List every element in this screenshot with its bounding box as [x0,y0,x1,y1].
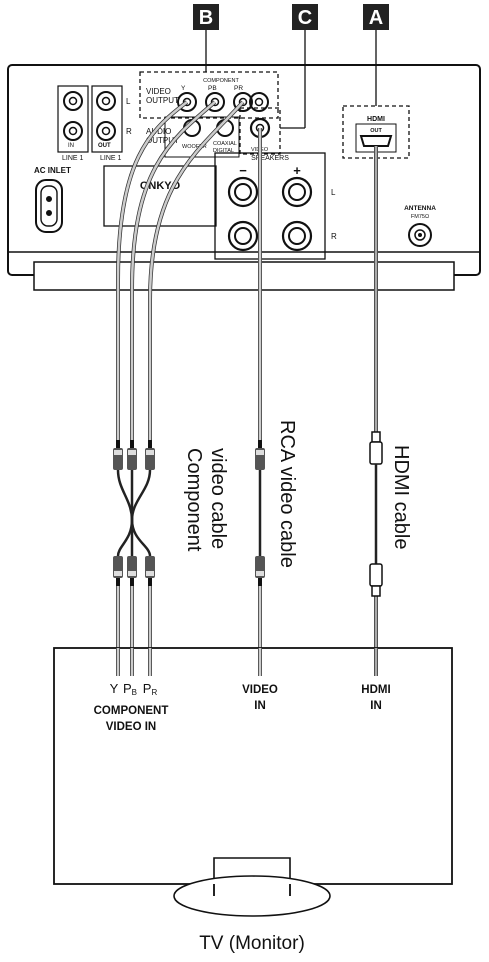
rca-cable-text: RCA video cable [276,420,298,568]
line1-in-r-jack[interactable] [63,121,83,141]
component-bottom-plugs [113,556,155,586]
unit-rear-panel [7,64,481,291]
speakers-label: SPEAKERS [251,155,289,162]
speaker-l-minus-terminal[interactable] [227,176,259,208]
tv-caption: TV (Monitor) [199,933,305,954]
tv-video-in-label-1: VIDEO [242,684,278,696]
speakers-l-label: L [331,188,336,197]
callout-a: A [363,4,389,30]
ac-inlet-label: AC INLET [34,166,71,175]
tv-y-label: Y [110,681,119,696]
component-pb-jack[interactable] [205,92,225,112]
component-pr-jack[interactable] [233,92,253,112]
rca-cable-label: RCA video cable [276,420,298,568]
speakers-plus: + [293,163,301,178]
audio-output-label-2: OUTPUT [146,136,179,145]
unit-foot [33,261,455,291]
line1-l-label: L [126,97,131,106]
tv-video-in-label-2: IN [254,700,266,712]
line1-out-label: OUT [98,143,111,149]
speaker-r-plus-terminal[interactable] [281,220,313,252]
speaker-r-minus-terminal[interactable] [227,220,259,252]
component-cable-label-1: Component [183,448,205,552]
line1-in-label: IN [68,143,74,149]
hdmi-label: HDMI [367,116,385,123]
callout-b-box [139,71,279,119]
component-cable-assembly [113,440,155,586]
tv-pb-label: PB [123,681,137,697]
video-output-label-2: OUTPUT [146,96,179,105]
callout-leaders [205,30,377,129]
component-wires [116,100,245,676]
component-extra-jack[interactable] [249,92,269,112]
speakers-minus: − [239,163,247,178]
callout-a-label: A [369,7,383,29]
speakers-r-label: R [331,232,337,241]
tv-monitor: Y PB PR COMPONENT VIDEO IN VIDEO IN HDMI… [53,647,453,917]
tv-hdmi-in-label-2: IN [370,700,382,712]
antenna-jack[interactable] [408,223,432,247]
callout-b-label: B [199,7,213,29]
line1-name-label-out: LINE 1 [100,155,122,162]
line1-r-label: R [126,127,132,136]
line1-name-label: LINE 1 [62,155,84,162]
component-y-jack[interactable] [177,92,197,112]
hdmi-out-port[interactable] [359,135,393,147]
hdmi-cable-text: HDMI cable [390,445,412,549]
tv-component-in-label-2: VIDEO IN [106,721,156,733]
line1-in-l-jack[interactable] [63,91,83,111]
pb-jack-label: PB [208,85,217,92]
tv-screen [53,647,453,885]
y-jack-label: Y [181,85,186,92]
tv-pr-label: PR [143,681,158,697]
digital-label: DIGITAL [213,148,234,154]
speakers-panel [214,152,326,260]
line1-out-r-jack[interactable] [96,121,116,141]
component-label: COMPONENT [203,78,239,84]
component-top-plugs [113,440,155,470]
callout-c: C [292,4,318,30]
hdmi-cable-label: HDMI cable [390,445,412,549]
line1-jack-panel [57,85,123,153]
rca-cable-assembly [255,440,265,586]
coaxial-label: COAXIAL [213,141,237,147]
video-output-label-1: VIDEO [146,87,171,96]
audio-output-label-1: AUDIO [146,127,171,136]
ac-inlet[interactable] [35,179,63,233]
antenna-label-1: ANTENNA [404,205,436,212]
component-cable-label-2: video cable [207,448,229,549]
callout-b: B [193,4,219,30]
line1-out-l-jack[interactable] [96,91,116,111]
speaker-terminals [227,176,313,252]
tv-component-in-label-1: COMPONENT [94,705,169,717]
component-jacks [177,92,269,112]
hdmi-cable-assembly [369,431,383,597]
audio-output-frame [164,116,240,158]
subwoofer-label: WOOFER [182,144,207,150]
pr-jack-label: PR [234,85,243,92]
component-cable-label: Component video cable [183,448,229,552]
hdmi-out-label: OUT [370,128,382,134]
tv-hdmi-in-label-1: HDMI [361,684,390,696]
callout-c-label: C [298,7,312,29]
antenna-label-2: FM75Ω [411,214,429,220]
speaker-l-plus-terminal[interactable] [281,176,313,208]
